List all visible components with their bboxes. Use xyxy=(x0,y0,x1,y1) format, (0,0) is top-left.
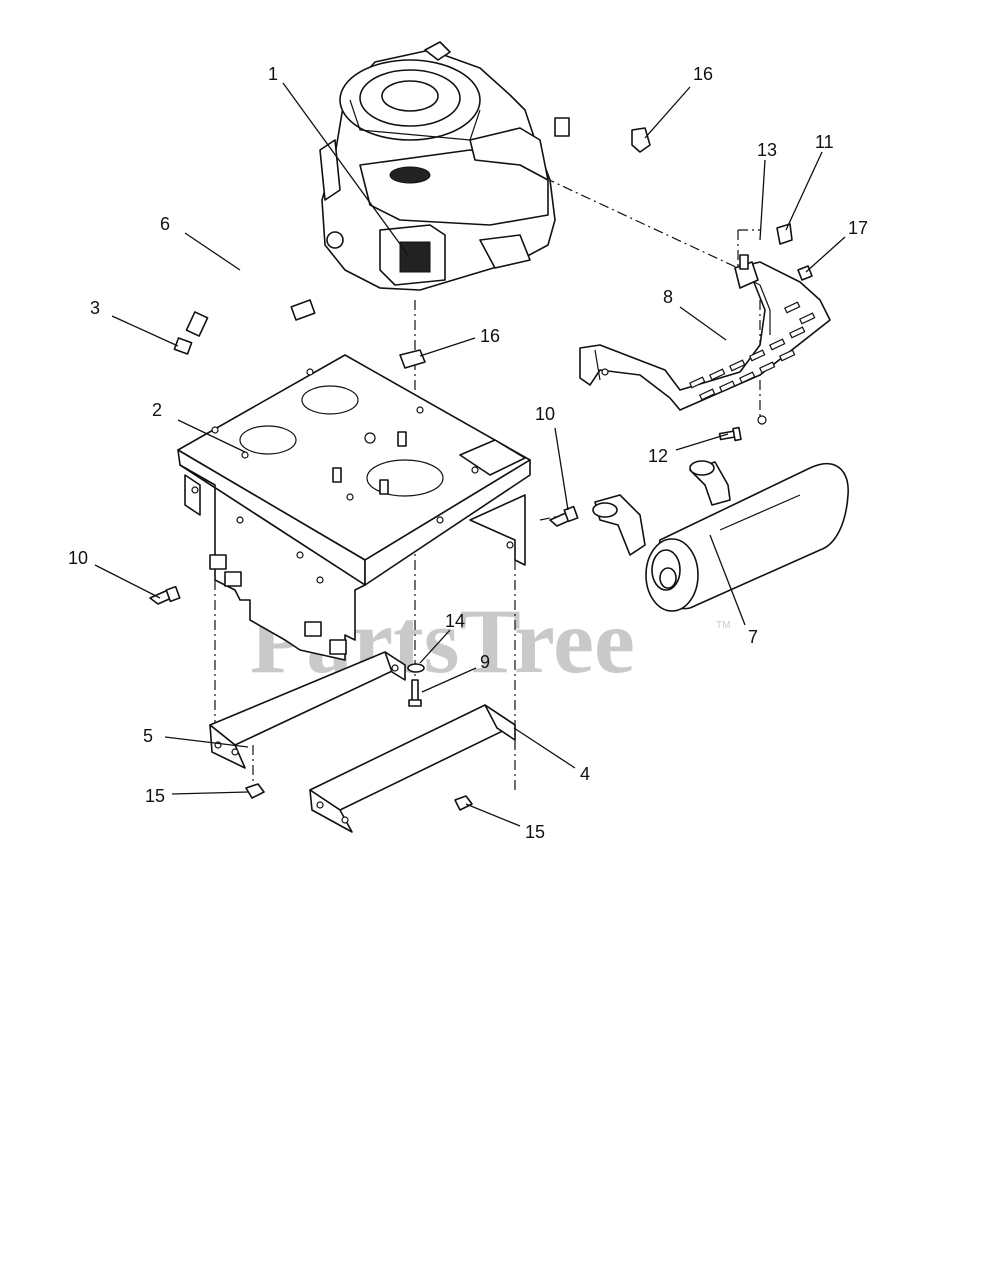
leader-7 xyxy=(709,534,746,626)
leader-6 xyxy=(184,232,241,271)
rear-bracket[interactable] xyxy=(309,704,516,833)
bolt-center[interactable] xyxy=(408,679,422,707)
bolt-left[interactable] xyxy=(149,585,181,605)
leader-10-left xyxy=(94,564,161,599)
callout-13[interactable]: 13 xyxy=(757,140,777,160)
leader-11 xyxy=(785,151,823,231)
nut-left[interactable] xyxy=(245,783,265,799)
leader-12 xyxy=(675,433,729,451)
callout-17[interactable]: 17 xyxy=(848,218,868,238)
leader-15-left xyxy=(171,791,249,795)
engine[interactable] xyxy=(319,41,556,291)
callout-12[interactable]: 12 xyxy=(648,446,668,466)
callout-7[interactable]: 7 xyxy=(748,627,758,647)
leader-3 xyxy=(111,315,179,347)
leader-13 xyxy=(759,159,766,241)
muffler[interactable] xyxy=(592,415,849,612)
bolt-right[interactable] xyxy=(549,505,579,527)
callout-9[interactable]: 9 xyxy=(480,652,490,672)
leader-17 xyxy=(805,236,846,273)
nut-right[interactable] xyxy=(454,795,473,811)
spacer-top[interactable] xyxy=(631,127,651,153)
callout-10-left[interactable]: 10 xyxy=(68,548,88,568)
callout-14[interactable]: 14 xyxy=(445,611,465,631)
leader-5 xyxy=(164,736,249,748)
callout-2[interactable]: 2 xyxy=(152,400,162,420)
callout-16-top[interactable]: 16 xyxy=(693,64,713,84)
leader-lines xyxy=(94,82,846,827)
bracket-small xyxy=(554,117,570,137)
bolt-guard[interactable] xyxy=(718,426,742,442)
engine-mount-plate[interactable] xyxy=(177,354,531,661)
callout-5[interactable]: 5 xyxy=(143,726,153,746)
fuel-hose[interactable] xyxy=(185,248,342,337)
washer[interactable] xyxy=(407,663,425,673)
callout-3[interactable]: 3 xyxy=(90,298,100,318)
leader-16-plate xyxy=(419,337,476,357)
leader-2 xyxy=(177,419,246,453)
callout-6[interactable]: 6 xyxy=(160,214,170,234)
leader-15-right xyxy=(465,803,521,827)
callout-10-right[interactable]: 10 xyxy=(535,404,555,424)
leader-8 xyxy=(679,306,727,341)
leader-10-right xyxy=(554,427,569,511)
screw-guard[interactable] xyxy=(739,254,749,270)
callout-8[interactable]: 8 xyxy=(663,287,673,307)
muffler-guard[interactable] xyxy=(579,261,831,411)
callouts: 1 2 3 4 5 6 7 8 9 10 10 11 12 13 14 15 1… xyxy=(68,64,868,842)
clip[interactable] xyxy=(776,223,793,245)
hose-fitting[interactable] xyxy=(173,337,193,355)
leader-14 xyxy=(419,629,451,664)
spacer-plate[interactable] xyxy=(399,349,426,369)
leader-4 xyxy=(513,727,576,769)
front-bracket[interactable] xyxy=(209,651,406,769)
callout-4[interactable]: 4 xyxy=(580,764,590,784)
callout-15-right[interactable]: 15 xyxy=(525,822,545,842)
callout-15-left[interactable]: 15 xyxy=(145,786,165,806)
guard-slots xyxy=(689,301,816,401)
leader-16-top xyxy=(644,86,691,139)
callout-16-plate[interactable]: 16 xyxy=(480,326,500,346)
leader-9 xyxy=(421,667,477,693)
leader-1 xyxy=(282,82,409,256)
watermark-trademark: TM xyxy=(716,620,730,631)
callout-11[interactable]: 11 xyxy=(815,132,834,152)
callout-1[interactable]: 1 xyxy=(268,64,278,84)
